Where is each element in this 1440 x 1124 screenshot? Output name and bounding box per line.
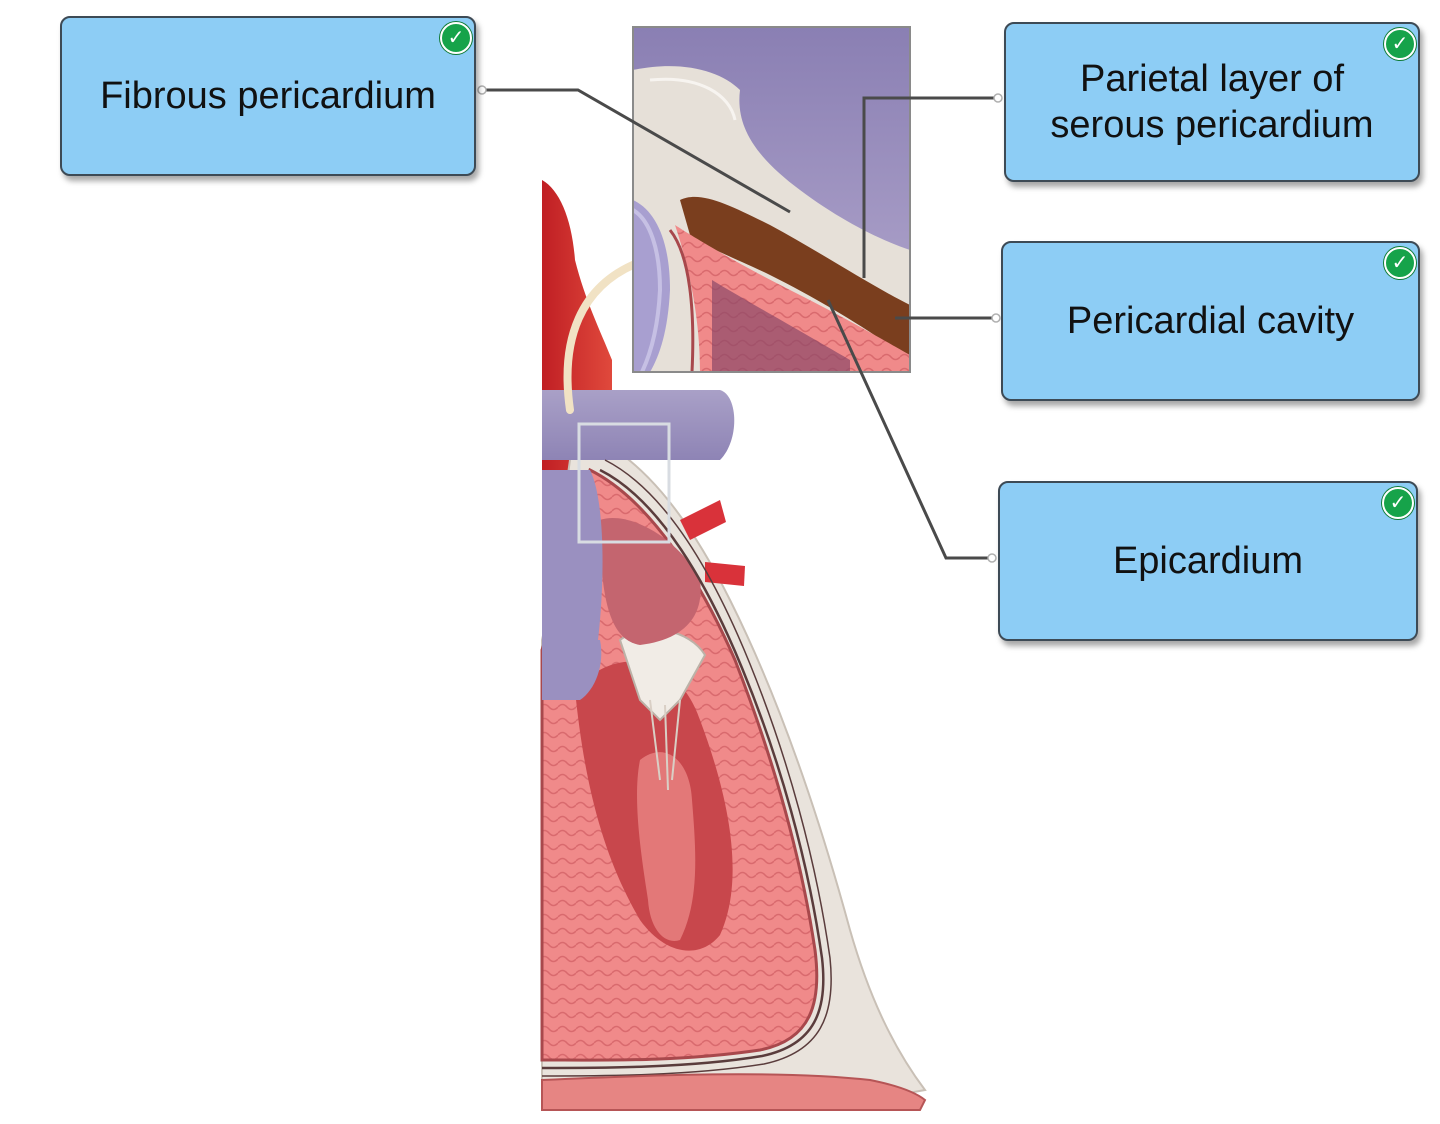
label-epicardium[interactable]: Epicardium ✓ (998, 481, 1418, 641)
pulmonary-trunk (542, 470, 603, 640)
zoom-arrow (563, 258, 644, 414)
inset-magnified-view (632, 26, 911, 373)
check-icon: ✓ (440, 22, 472, 54)
papillary-muscle (637, 752, 696, 941)
leader-parietal (862, 96, 998, 278)
label-line-2: serous pericardium (1050, 104, 1374, 146)
label-text: Epicardium (1112, 540, 1304, 582)
label-fibrous-pericardium[interactable]: Fibrous pericardium ✓ (60, 16, 476, 176)
leader-fibrous (480, 88, 791, 214)
label-text: Fibrous pericardium (100, 75, 436, 117)
chordae (649, 699, 681, 791)
inset-pericardial-cavity (680, 196, 910, 360)
label-text: Parietal layer of serous pericardium (1050, 56, 1373, 148)
leader-epicardium (826, 299, 994, 560)
artery-1 (680, 500, 726, 540)
check-icon: ✓ (1384, 247, 1416, 279)
vein-lower (542, 640, 602, 700)
label-pericardial-cavity[interactable]: Pericardial cavity ✓ (1001, 241, 1420, 401)
leader-lines (480, 88, 998, 560)
diaphragm-base (541, 1073, 927, 1111)
check-icon: ✓ (1384, 28, 1416, 60)
artery-2 (705, 562, 745, 586)
check-icon: ✓ (1382, 487, 1414, 519)
label-text: Pericardial cavity (1066, 300, 1355, 342)
inset-vessel (633, 200, 670, 372)
label-parietal-layer[interactable]: Parietal layer of serous pericardium ✓ (1004, 22, 1420, 182)
inset-cavity-purple (712, 280, 850, 372)
heart-section (540, 180, 927, 1111)
label-line-1: Parietal layer of (1079, 58, 1344, 100)
leader-endpoints (477, 85, 1003, 563)
atrium (600, 518, 701, 645)
zoom-region-marker (577, 422, 671, 544)
pericardial-lines (541, 468, 825, 1070)
